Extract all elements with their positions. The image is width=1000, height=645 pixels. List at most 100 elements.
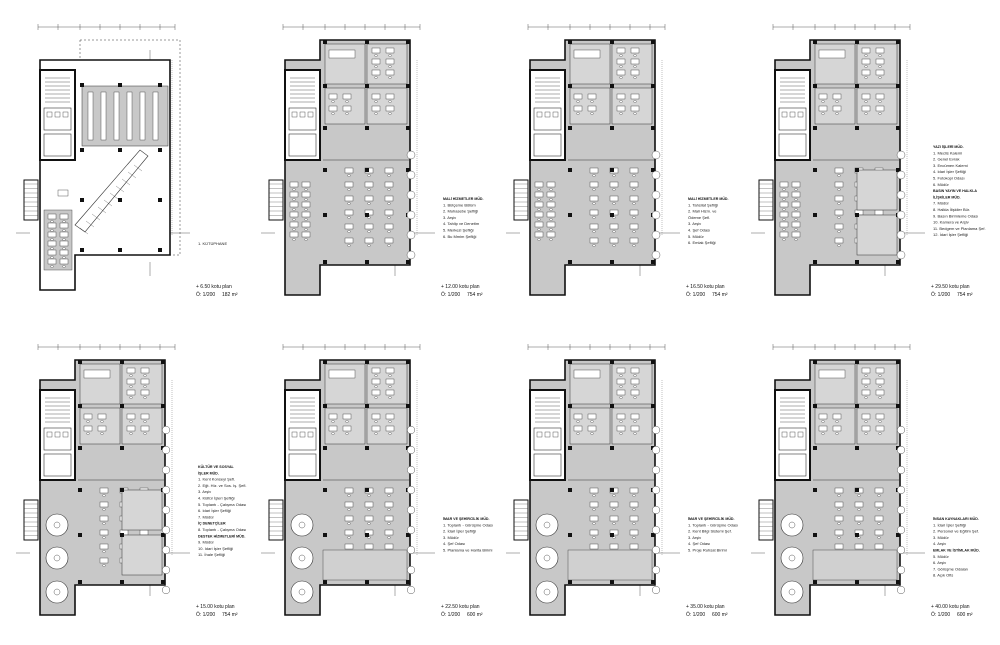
- chair: [632, 230, 636, 233]
- structural-column: [855, 404, 859, 408]
- wc-room: [288, 107, 317, 131]
- tree-trunk: [53, 588, 61, 596]
- desk: [818, 105, 828, 112]
- wc-room: [533, 427, 562, 451]
- chair: [632, 202, 636, 205]
- desk: [385, 105, 395, 112]
- open-office-zone: [567, 549, 653, 581]
- chair: [331, 432, 335, 435]
- ramp-step: [79, 227, 89, 235]
- chair: [837, 508, 841, 511]
- structural-column: [323, 488, 327, 492]
- desk: [589, 181, 599, 188]
- chair: [878, 396, 882, 399]
- planter: [651, 150, 661, 160]
- desk: [589, 167, 599, 174]
- planter: [896, 505, 905, 514]
- chair: [387, 230, 391, 233]
- chair: [782, 218, 786, 221]
- chair: [633, 76, 637, 79]
- desk: [630, 69, 640, 76]
- chair: [292, 218, 296, 221]
- legend-item: 7. Müdür: [933, 201, 949, 206]
- desk: [384, 167, 394, 174]
- desk: [589, 237, 599, 244]
- chair: [612, 244, 616, 247]
- chair: [835, 112, 839, 115]
- chair: [102, 494, 106, 497]
- desk: [99, 501, 109, 508]
- wc-fixture: [46, 431, 53, 438]
- desk: [546, 181, 556, 188]
- chair: [345, 112, 349, 115]
- planter: [651, 505, 660, 514]
- desk: [609, 501, 619, 508]
- chair: [347, 188, 351, 191]
- desk: [344, 515, 354, 522]
- legend-item: 6. Müdür: [933, 182, 949, 187]
- desk: [587, 413, 597, 420]
- desk: [616, 69, 626, 76]
- legend-item: 1. Bütçeme Bölüm: [443, 202, 476, 207]
- chair: [86, 432, 90, 435]
- structural-column: [610, 446, 614, 450]
- chair: [590, 112, 594, 115]
- structural-column: [406, 40, 410, 44]
- structural-column: [365, 40, 369, 44]
- plan-scale: Ö: 1/200: [196, 611, 215, 618]
- structural-column: [813, 40, 817, 44]
- planter: [651, 250, 661, 260]
- structural-column: [610, 40, 614, 44]
- structural-column: [813, 404, 817, 408]
- desk: [791, 181, 801, 188]
- legend-item: 4. Arşiv: [933, 541, 946, 546]
- chair: [62, 265, 66, 268]
- desk: [371, 425, 381, 432]
- chair: [782, 188, 786, 191]
- wc-fixture: [291, 431, 298, 438]
- desk: [609, 543, 619, 550]
- plan-scale: Ö: 1/200: [686, 611, 705, 618]
- structural-column: [323, 260, 327, 264]
- desk: [779, 181, 789, 188]
- desk: [616, 47, 626, 54]
- chair: [794, 188, 798, 191]
- legend-heading: BASIN YAYIN VE HALKLA: [933, 189, 977, 193]
- desk: [791, 201, 801, 208]
- structural-column: [651, 360, 655, 364]
- structural-column: [813, 260, 817, 264]
- chair: [304, 198, 308, 201]
- legend-item: 2. Genel Evrak: [933, 157, 959, 162]
- planter: [651, 565, 660, 574]
- meeting-table: [573, 49, 601, 59]
- structural-column: [813, 168, 817, 172]
- chair: [877, 536, 881, 539]
- desk: [589, 529, 599, 536]
- chair: [388, 65, 392, 68]
- plan-area: 182 m²: [222, 292, 238, 298]
- plan-elevation: + 29.50 kotu plan: [931, 284, 970, 290]
- floor-plan-p3: MALİ HİZMETLER MÜD.1. Tahsilat Şefliği2.…: [506, 24, 729, 298]
- legend-heading: EMLAK VE İSTİMLAK MÜD.: [933, 548, 980, 553]
- legend-item: 8. Açık Ofis: [933, 573, 953, 578]
- planter: [161, 565, 170, 574]
- desk: [629, 237, 639, 244]
- desk: [609, 195, 619, 202]
- chair: [367, 522, 371, 525]
- chair: [837, 230, 841, 233]
- chair: [387, 522, 391, 525]
- chair: [878, 76, 882, 79]
- planter: [651, 170, 661, 180]
- desk: [344, 501, 354, 508]
- chair: [347, 230, 351, 233]
- chair: [794, 218, 798, 221]
- desk: [385, 47, 395, 54]
- desk: [874, 501, 884, 508]
- desk: [59, 222, 69, 229]
- planter: [161, 445, 170, 454]
- wc-fixture: [62, 431, 69, 438]
- structural-column: [651, 404, 655, 408]
- desk: [47, 231, 57, 238]
- chair: [374, 65, 378, 68]
- chair: [304, 208, 308, 211]
